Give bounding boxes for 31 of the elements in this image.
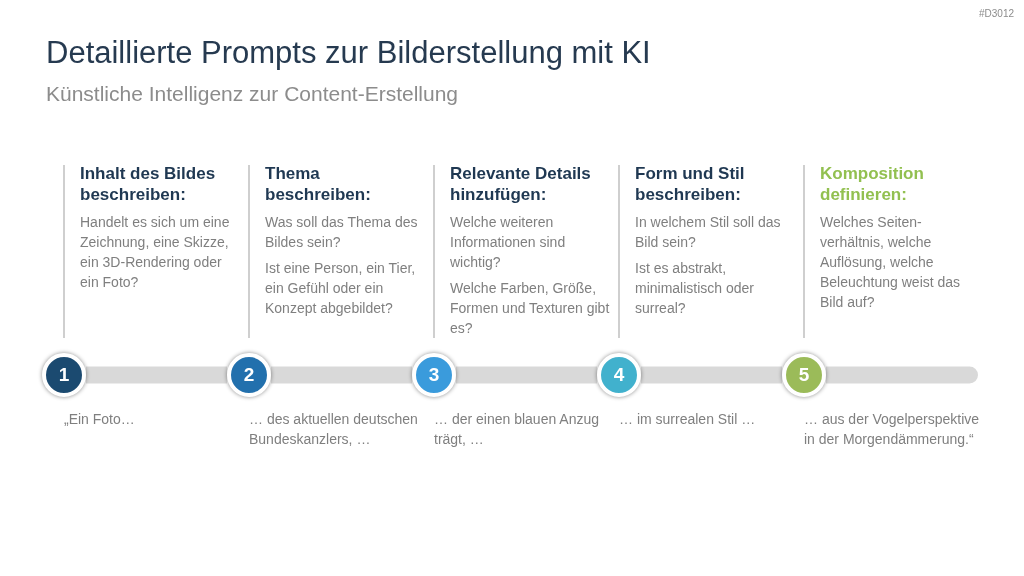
timeline-bar bbox=[271, 366, 412, 384]
prompt-fragment: „Ein Foto… bbox=[64, 410, 136, 429]
document-code: #D3012 bbox=[978, 8, 1014, 20]
step-description: Welches Seiten-verhältnis, welche Auflösung, welche Beleuchtung weist das Bild auf? bbox=[820, 213, 962, 312]
step-number: 1 bbox=[58, 364, 70, 386]
timeline-bar bbox=[456, 366, 597, 384]
step-description: Handelt es sich um eine Zeichnung, eine Skizze, ein 3D-Rendering oder ein Foto? bbox=[80, 213, 231, 292]
timeline-bar bbox=[86, 366, 227, 384]
step-description: Ist es abstrakt, minimalistisch oder surreal? bbox=[635, 259, 756, 318]
step-number: 2 bbox=[243, 364, 255, 386]
step-description: In welchem Stil soll das Bild sein? bbox=[635, 213, 782, 252]
step-number: 4 bbox=[613, 364, 625, 386]
slide-title: Detaillierte Prompts zur Bilderstellung mit KI bbox=[46, 34, 651, 71]
timeline-bar bbox=[826, 366, 978, 384]
step-heading: Form und Stil beschreiben: bbox=[635, 163, 746, 205]
step-number: 3 bbox=[428, 364, 440, 386]
subtitle: Künstliche Intelligenz zur Content-Erstellung bbox=[46, 81, 459, 106]
step-number: 5 bbox=[798, 364, 810, 386]
prompt-fragment: … der einen blauen Anzug trägt, … bbox=[434, 410, 600, 449]
step-description: Was soll das Thema des Bildes sein? bbox=[265, 213, 419, 252]
step-description: Welche weiteren Informationen sind wichtig? bbox=[450, 213, 567, 272]
timeline-bar bbox=[641, 366, 782, 384]
step-heading: Inhalt des Bildes beschreiben: bbox=[80, 163, 217, 205]
step-heading: Relevante Details hinzufügen: bbox=[450, 163, 592, 205]
step-description: Ist eine Person, ein Tier, ein Gefühl oder ein Konzept abgebildet? bbox=[265, 259, 417, 318]
step-description: Welche Farben, Größe, Formen und Texturen gibt es? bbox=[450, 279, 610, 338]
prompt-fragment: … im surrealen Stil … bbox=[619, 410, 757, 429]
prompt-fragment: … aus der Vogelperspektive in der Morgendämmerung.“ bbox=[804, 410, 981, 449]
step-heading: Komposition definieren: bbox=[820, 163, 925, 205]
step-heading: Thema beschreiben: bbox=[265, 163, 372, 205]
prompt-fragment: … des aktuellen deutschen Bundeskanzlers, … bbox=[249, 410, 419, 449]
